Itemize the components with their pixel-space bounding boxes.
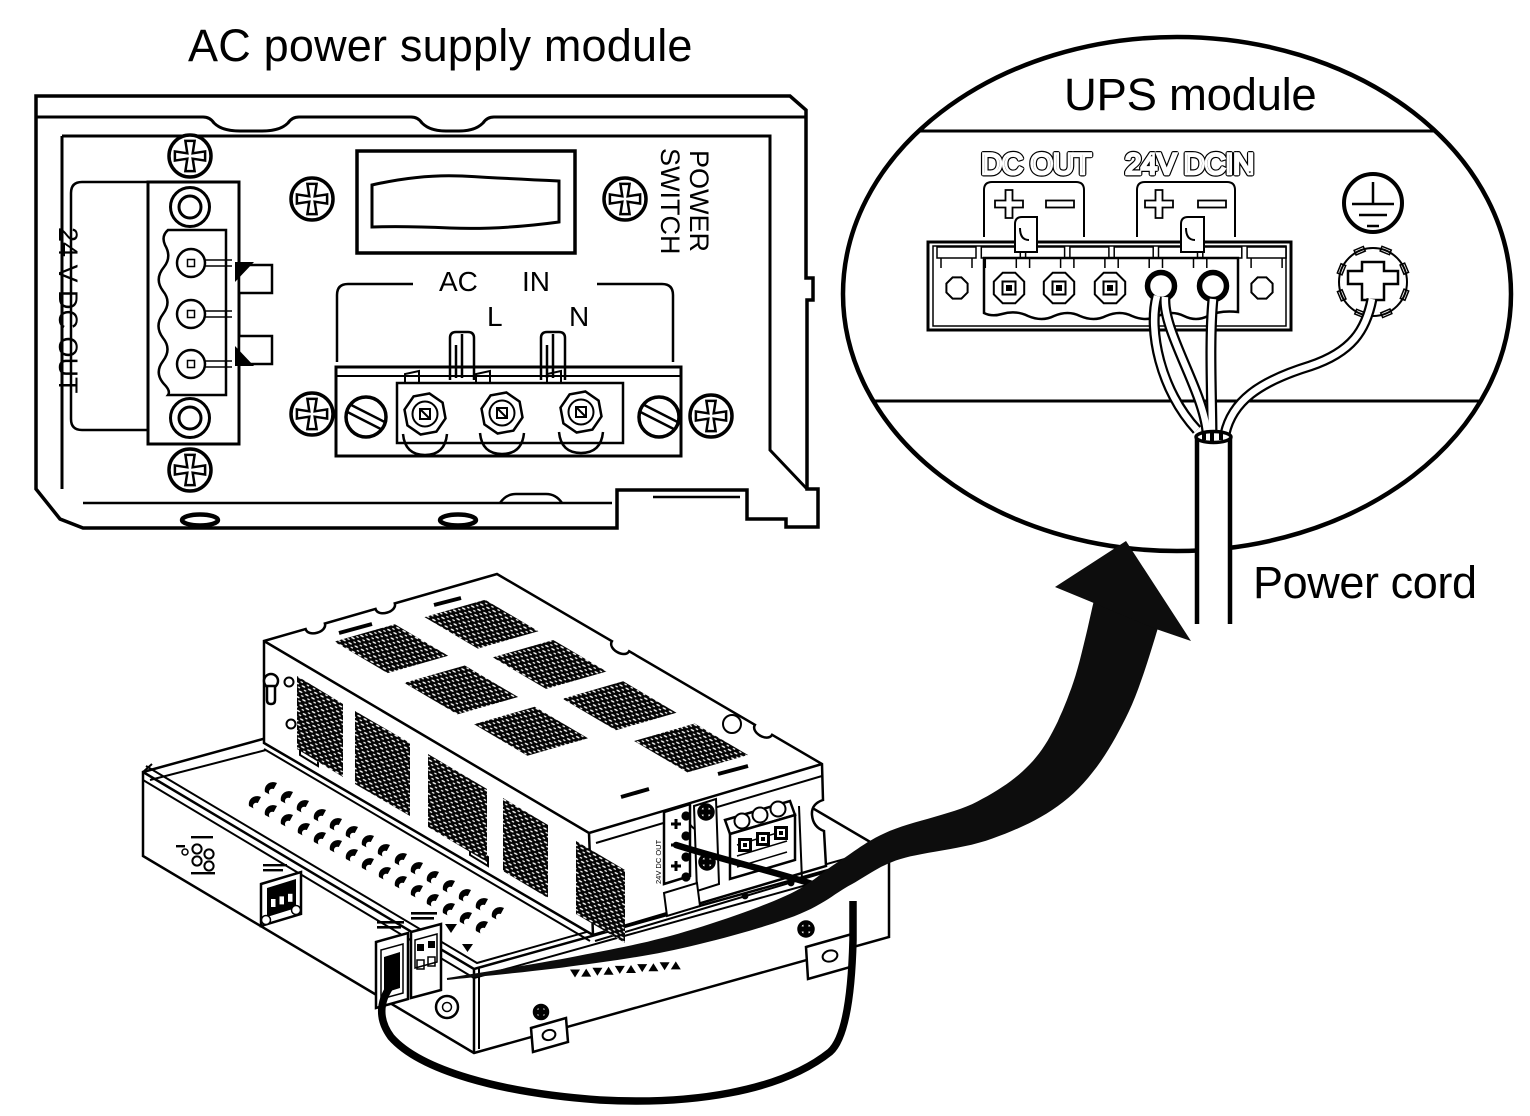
svg-text:IN: IN	[522, 266, 550, 297]
svg-text:AC: AC	[439, 266, 478, 297]
svg-text:DC OUT: DC OUT	[981, 148, 1092, 181]
svg-text:UPS module: UPS module	[1064, 69, 1316, 120]
svg-text:L: L	[487, 301, 503, 332]
svg-text:POWER: POWER	[684, 150, 714, 252]
svg-text:SWITCH: SWITCH	[655, 148, 685, 254]
svg-text:AC power supply module: AC power supply module	[188, 20, 693, 71]
svg-text:Power cord: Power cord	[1253, 557, 1477, 608]
svg-text:24V DCIN: 24V DCIN	[1125, 148, 1254, 181]
svg-text:24V DCIN: 24V DCIN	[1125, 148, 1254, 181]
svg-text:DC OUT: DC OUT	[981, 148, 1092, 181]
svg-text:24V DC OUT: 24V DC OUT	[654, 839, 663, 884]
svg-text:24 V DC OUT: 24 V DC OUT	[53, 227, 83, 394]
svg-text:N: N	[569, 301, 589, 332]
